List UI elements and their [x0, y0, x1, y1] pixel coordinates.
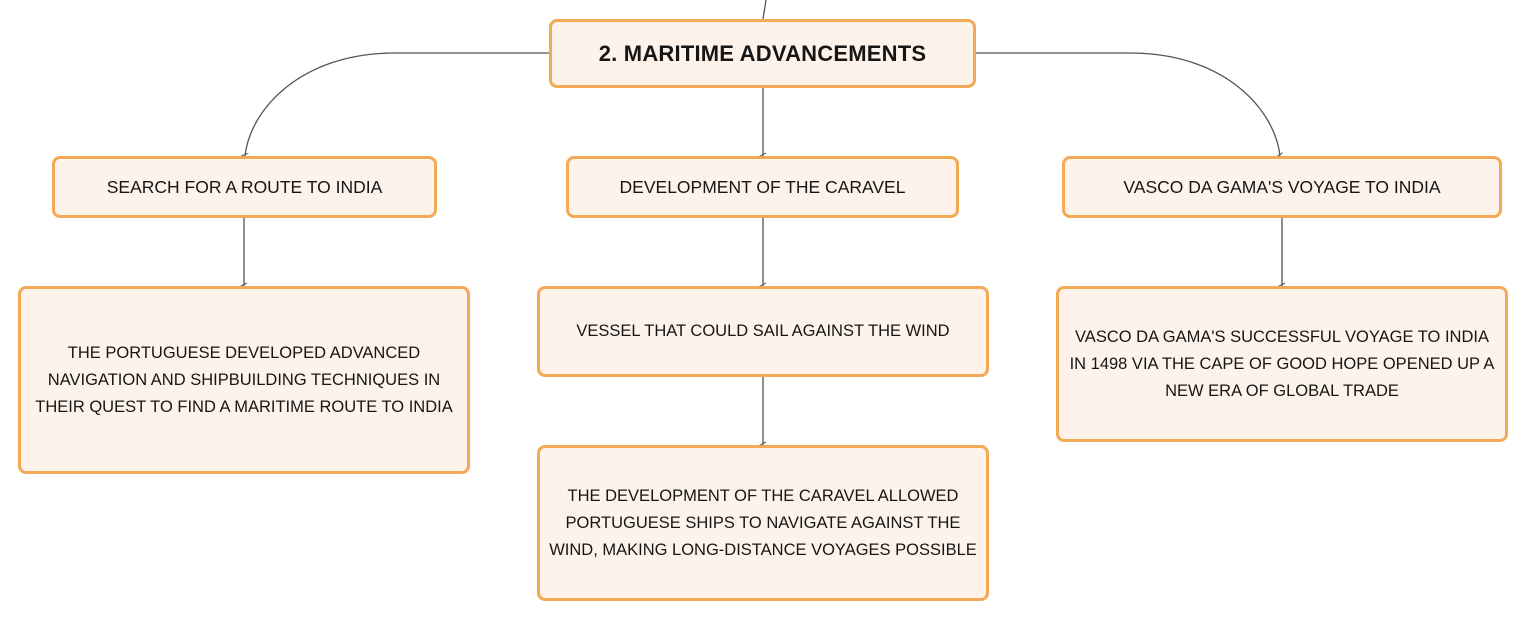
detail-node-text: THE PORTUGUESE DEVELOPED ADVANCED NAVIGA…	[35, 343, 453, 416]
branch-node-vasco-da-gama[interactable]: VASCO DA GAMA'S VOYAGE TO INDIA	[1062, 156, 1502, 218]
branch-node-route-to-india[interactable]: SEARCH FOR A ROUTE TO INDIA	[52, 156, 437, 218]
detail-node-vessel[interactable]: VESSEL THAT COULD SAIL AGAINST THE WIND	[537, 286, 989, 377]
detail-node-text: VASCO DA GAMA'S SUCCESSFUL VOYAGE TO IND…	[1069, 327, 1495, 400]
detail-node-caravel[interactable]: THE DEVELOPMENT OF THE CARAVEL ALLOWED P…	[537, 445, 989, 601]
connector-incoming	[762, 0, 767, 20]
branch-node-caravel[interactable]: DEVELOPMENT OF THE CARAVEL	[566, 156, 959, 218]
connector-root-to-vasco	[976, 52, 1280, 156]
branch-node-label: VASCO DA GAMA'S VOYAGE TO INDIA	[1123, 176, 1441, 197]
branch-node-label: SEARCH FOR A ROUTE TO INDIA	[106, 176, 383, 197]
detail-node-text: VESSEL THAT COULD SAIL AGAINST THE WIND	[576, 322, 950, 340]
connector-root-to-route	[245, 52, 549, 156]
detail-node-vasco-da-gama[interactable]: VASCO DA GAMA'S SUCCESSFUL VOYAGE TO IND…	[1056, 286, 1508, 442]
root-node-label: 2. MARITIME ADVANCEMENTS	[598, 40, 927, 66]
detail-node-route-to-india[interactable]: THE PORTUGUESE DEVELOPED ADVANCED NAVIGA…	[18, 286, 470, 474]
branch-node-label: DEVELOPMENT OF THE CARAVEL	[619, 176, 906, 197]
detail-node-text: THE DEVELOPMENT OF THE CARAVEL ALLOWED P…	[549, 486, 977, 559]
root-node[interactable]: 2. MARITIME ADVANCEMENTS	[549, 19, 976, 88]
